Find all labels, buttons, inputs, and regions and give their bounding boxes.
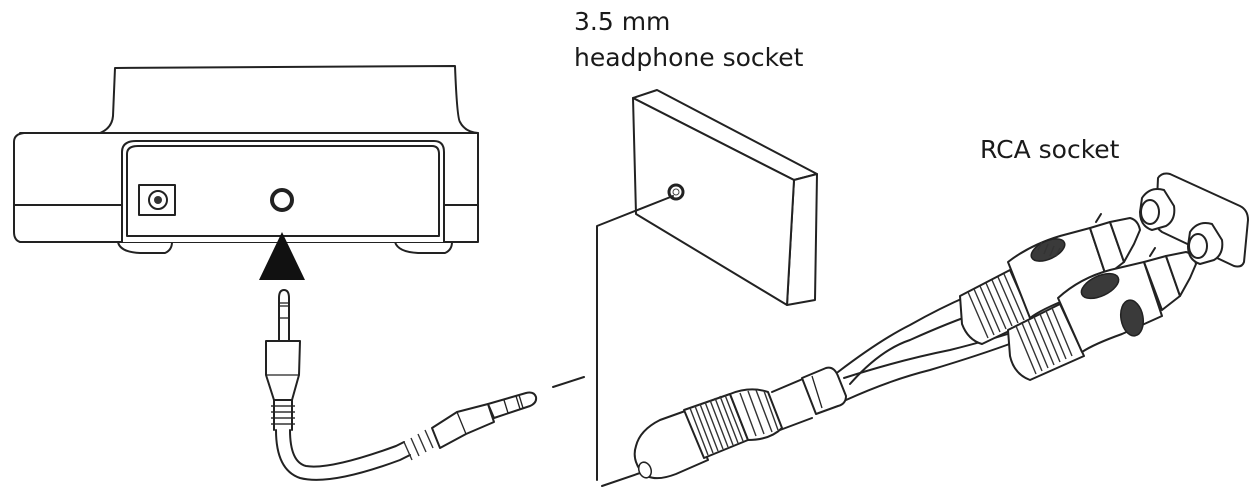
aux-cable xyxy=(265,289,538,481)
rca-adapter-cable xyxy=(601,295,1021,487)
headphone-socket xyxy=(667,183,685,201)
rca-plug-1 xyxy=(959,213,1141,345)
headphone-socket-label: 3.5 mm headphone socket xyxy=(574,6,803,74)
audio-output-jack xyxy=(270,188,294,212)
rca-plug-2 xyxy=(1007,247,1197,381)
headphone-wall-plate xyxy=(596,89,818,481)
insert-arrow-icon xyxy=(259,232,305,280)
rca-socket-plate xyxy=(1139,172,1249,268)
device-rear-panel xyxy=(13,65,479,254)
headphone-label-line2: headphone socket xyxy=(574,43,804,72)
dc-power-jack xyxy=(138,184,176,216)
headphone-label-line1: 3.5 mm xyxy=(574,7,671,36)
connection-guide-line xyxy=(552,376,585,388)
rca-socket-label: RCA socket xyxy=(980,135,1120,164)
